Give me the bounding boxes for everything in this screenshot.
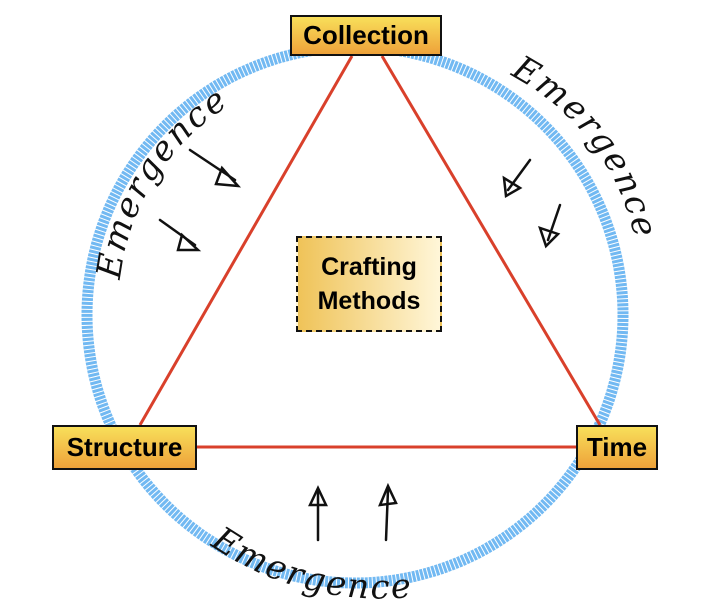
- center-line-2: Methods: [317, 287, 421, 315]
- arrow-icon: [538, 203, 562, 249]
- arrow-icon: [308, 485, 328, 542]
- arrow-icon: [158, 218, 202, 252]
- emergence-label-upper-right: Emergence: [505, 47, 666, 242]
- emergence-label-upper-left: Emergence: [89, 79, 235, 283]
- arrow-icon: [188, 148, 242, 188]
- arrow-icon: [378, 482, 398, 542]
- arrow-icon: [502, 158, 532, 199]
- triangle: [138, 55, 602, 449]
- node-time: Time: [576, 425, 658, 470]
- node-structure: Structure: [52, 425, 197, 470]
- center-line-1: Crafting: [321, 253, 417, 281]
- center-crafting-methods: Crafting Methods: [296, 236, 442, 332]
- emergence-label-bottom: Emergence: [204, 518, 414, 607]
- node-collection: Collection: [290, 15, 442, 56]
